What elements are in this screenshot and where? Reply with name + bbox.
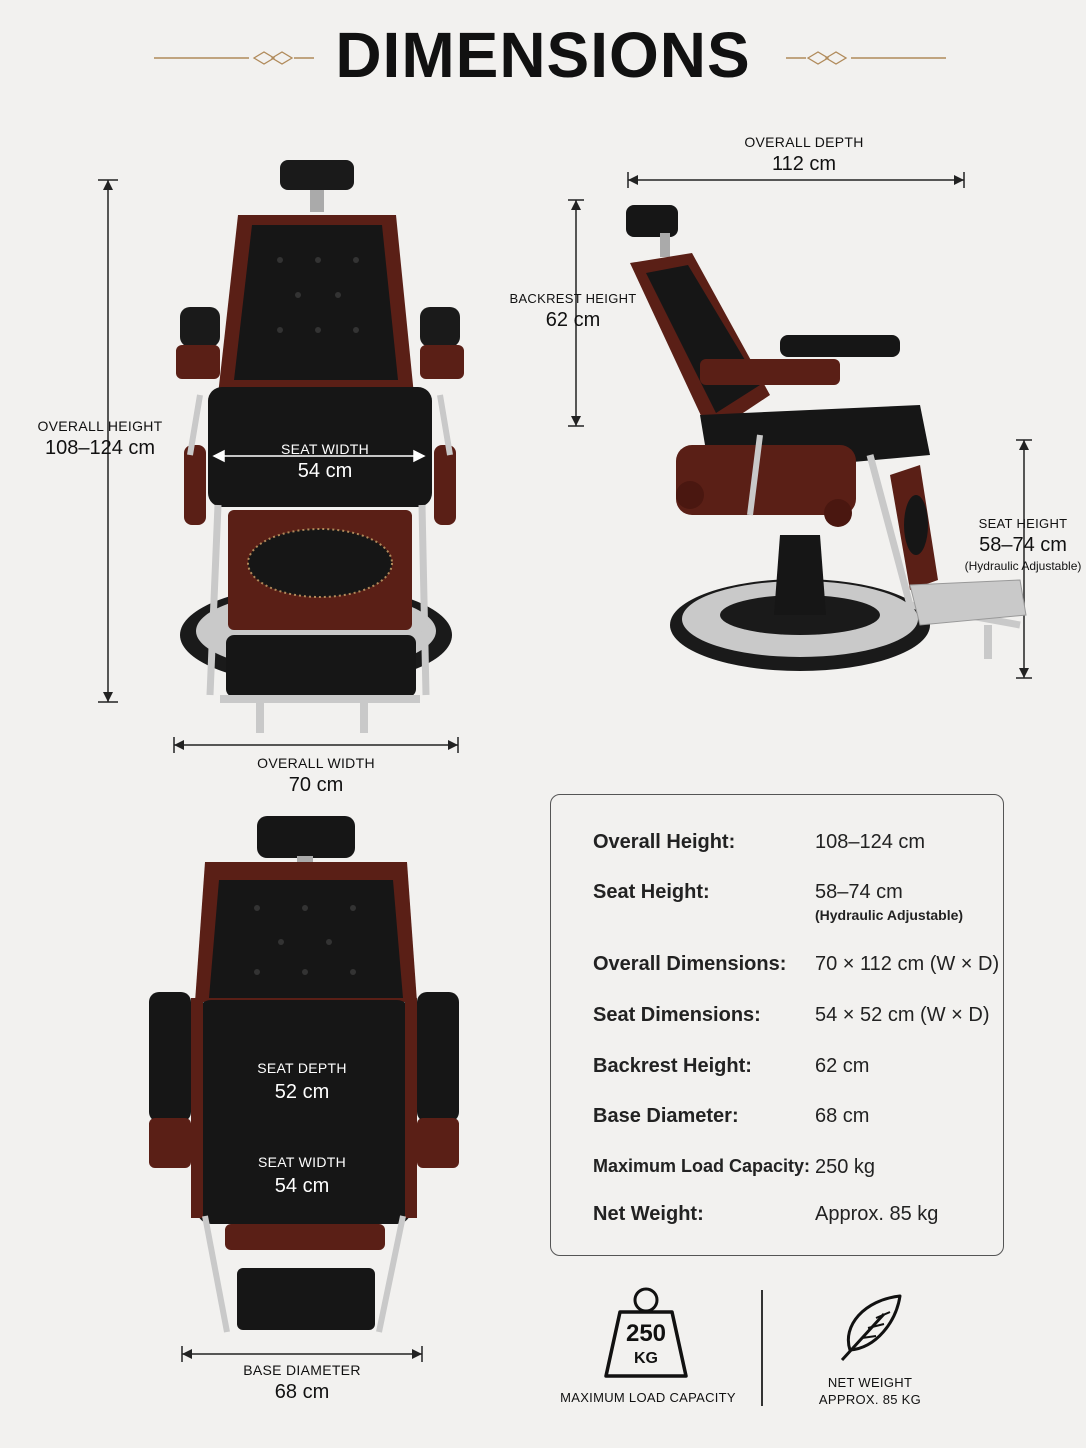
seat-depth-label: SEAT DEPTH 52 cm [232, 1060, 372, 1104]
page-title: DIMENSIONS [335, 19, 751, 91]
ornament-left-icon [154, 51, 314, 65]
weight-caption-line1: NET WEIGHT [827, 1375, 913, 1390]
overall-width-label: OVERALL WIDTH 70 cm [257, 755, 375, 796]
seat-width-front-label: SEAT WIDTH 54 cm [280, 441, 370, 482]
seat-height-label: SEAT HEIGHT 58–74 cm (Hydraulic Adjustab… [964, 516, 1082, 573]
overall-height-label: OVERALL HEIGHT 108–124 cm [37, 418, 163, 459]
chair-top-view [149, 816, 459, 1333]
chair-side-view [626, 205, 1027, 671]
seat-width-top-label: SEAT WIDTH 54 cm [232, 1154, 372, 1198]
feather-icon [840, 1294, 902, 1362]
badge-divider [761, 1290, 763, 1406]
load-unit: KG [634, 1350, 658, 1367]
chair-front-view [176, 160, 464, 733]
weight-caption-line2: APPROX. 85 KG [818, 1392, 922, 1407]
load-caption: MAXIMUM LOAD CAPACITY [560, 1390, 736, 1405]
backrest-height-label: BACKREST HEIGHT 62 cm [509, 291, 637, 331]
base-diameter-label: BASE DIAMETER 68 cm [243, 1362, 361, 1403]
ornament-right-icon [786, 51, 946, 65]
load-number: 250 [625, 1320, 667, 1347]
overall-depth-label: OVERALL DEPTH 112 cm [744, 134, 864, 175]
specs-panel: Overall Height: 108–124 cm Seat Height: … [550, 794, 1004, 1256]
weight-icon [604, 1287, 688, 1378]
